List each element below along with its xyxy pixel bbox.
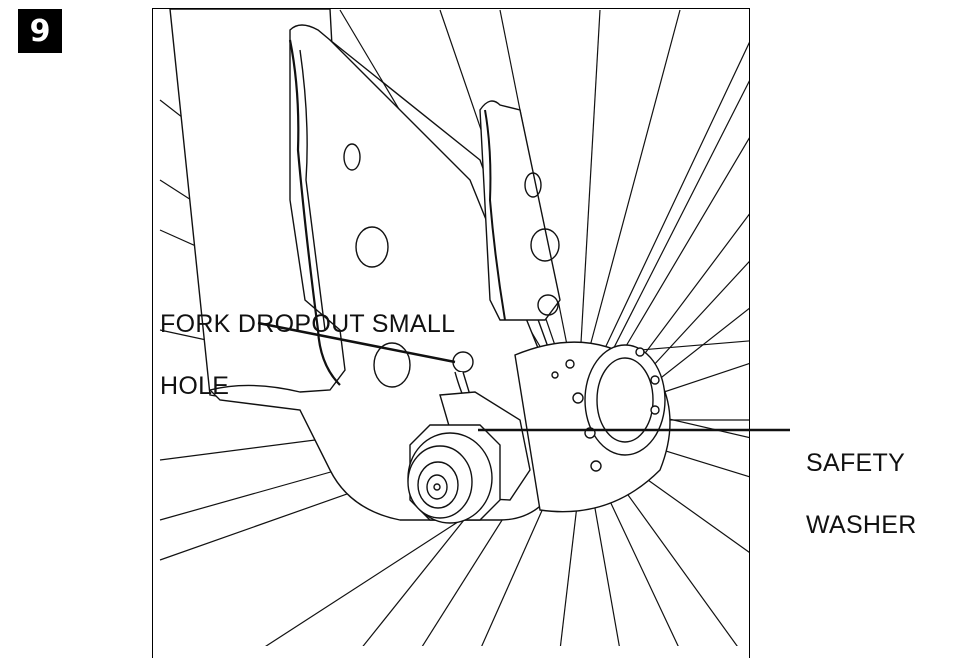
callout-washer-line1: SAFETY	[806, 449, 906, 477]
axle-nut-icon	[407, 424, 501, 524]
callout-dropout-line2: HOLE	[160, 372, 230, 400]
dropout-hole-1	[343, 143, 361, 171]
callout-fork-dropout-small-hole: FORK DROPOUT SMALL HOLE	[160, 278, 560, 433]
step-number: 9	[29, 13, 51, 49]
callout-washer-line2: WASHER	[806, 511, 917, 539]
dropout-hole-3	[373, 342, 411, 388]
callout-safety-washer: SAFETY WASHER	[806, 417, 956, 572]
step-number-badge: 9	[18, 9, 62, 53]
callout-dropout-line1: FORK DROPOUT SMALL	[160, 310, 456, 338]
leader-dropout-hole	[257, 321, 456, 364]
dropout-hole-2	[355, 226, 389, 268]
illustration-frame	[152, 8, 750, 658]
